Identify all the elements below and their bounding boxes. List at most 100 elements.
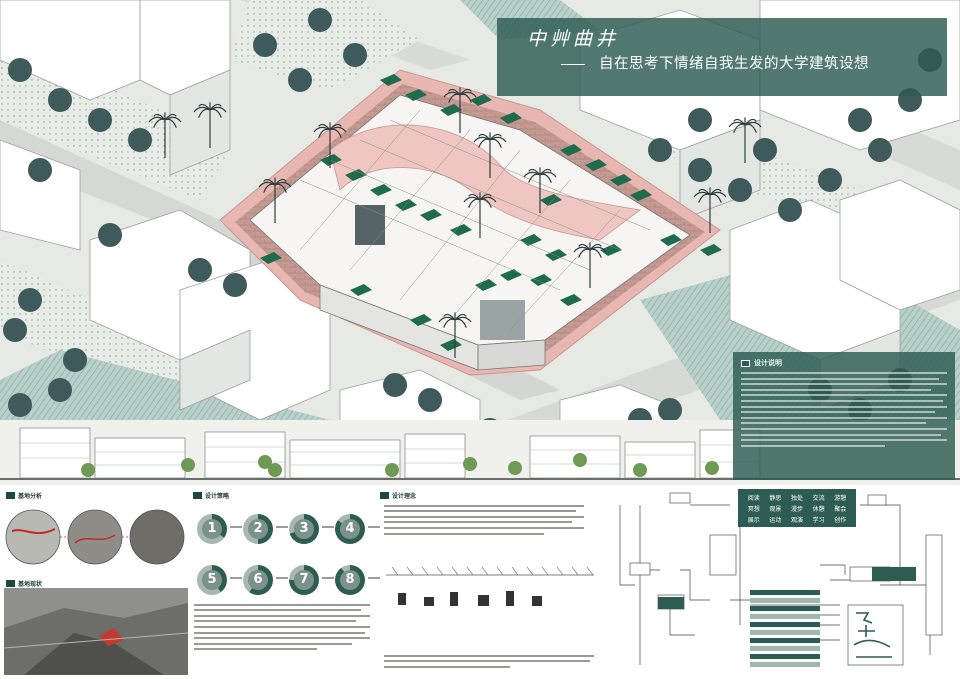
concept-node: 交流 <box>812 495 825 502</box>
palm-tree <box>523 167 557 213</box>
poster-subtitle: 自在思考下情绪自我生发的大学建筑设想 <box>561 52 869 73</box>
tree-canopy <box>188 258 212 282</box>
concept-description <box>384 501 584 538</box>
strategy-number: 5 <box>207 572 217 587</box>
strategy-gauge-2: 2 <box>243 514 273 544</box>
site-map-circle-3 <box>129 509 185 565</box>
green-roof-patch <box>585 159 607 171</box>
strategy-label-line <box>276 526 288 528</box>
concept-node: 休憩 <box>812 506 825 513</box>
section-marker-icon <box>380 492 389 499</box>
strategy-number: 7 <box>299 572 309 587</box>
green-roof-patch <box>540 194 562 206</box>
green-roof-patch <box>470 94 492 106</box>
concept-node: 创作 <box>834 517 847 524</box>
strategy-number: 6 <box>253 572 263 587</box>
site-map-circle-2 <box>67 509 123 565</box>
design-description-label: 设计说明 <box>754 359 782 367</box>
site-highlight-mark <box>99 628 124 646</box>
strategy-gauge-8: 8 <box>335 565 365 595</box>
tree-canopy <box>288 68 312 92</box>
green-roof-patch <box>380 74 402 86</box>
green-roof-patch <box>420 209 442 221</box>
concept-node-grid: 阅读静思独处交流游憩冥想观景漫步休憩聚会展示运动观演学习创作 <box>739 490 855 527</box>
concept-node: 静思 <box>769 495 782 502</box>
section-shrub <box>633 463 647 477</box>
green-roof-patch <box>320 154 342 166</box>
text-line <box>194 609 362 612</box>
tree-canopy <box>28 158 52 182</box>
text-line <box>384 510 576 513</box>
palm-tree <box>573 242 607 288</box>
green-roof-patch <box>405 89 427 101</box>
strategy-label-line <box>322 577 334 579</box>
section-shrub <box>705 461 719 475</box>
green-roof-patch <box>530 274 552 286</box>
section-shrub <box>81 463 95 477</box>
text-line <box>384 515 584 518</box>
green-roof-patch <box>520 234 542 246</box>
site-analysis-label: 基地分析 <box>18 493 43 500</box>
text-line <box>741 433 941 436</box>
strategy-gauge-7: 7 <box>289 565 319 595</box>
site-context-label: 基地现状 <box>18 581 43 588</box>
tree-canopy <box>48 378 72 402</box>
program-flow-diagram <box>619 492 943 667</box>
text-line <box>741 377 939 380</box>
flow-list-row <box>750 630 820 635</box>
green-roof-patch <box>560 294 582 306</box>
concept-node: 漫步 <box>790 506 803 513</box>
text-line <box>194 637 370 640</box>
strategy-gauge-3: 3 <box>289 514 319 544</box>
text-line <box>384 665 510 668</box>
green-roof-patch <box>630 189 652 201</box>
flow-list-row <box>750 654 820 659</box>
tree-canopy <box>728 178 752 202</box>
green-roof-patch <box>410 314 432 326</box>
text-line <box>741 383 947 386</box>
text-line <box>741 388 931 391</box>
tree-canopy <box>8 58 32 82</box>
site-map-circle-1 <box>5 509 61 565</box>
text-line <box>194 642 353 645</box>
concept-node: 运动 <box>769 517 782 524</box>
flow-list-row <box>750 662 820 667</box>
design-description-panel: 设计说明 <box>733 352 955 480</box>
concept-footnote <box>384 651 594 671</box>
design-strategy-heading: 设计策略 <box>193 491 229 500</box>
tree-canopy <box>648 138 672 162</box>
text-line <box>194 614 370 617</box>
green-roof-patch <box>600 244 622 256</box>
text-line <box>384 654 594 657</box>
green-roof-patch <box>610 174 632 186</box>
tree-canopy <box>48 88 72 112</box>
green-roof-patch <box>660 234 682 246</box>
text-line <box>384 504 584 507</box>
section-shrub <box>508 461 522 475</box>
tree-canopy <box>688 108 712 132</box>
site-photo <box>4 588 188 675</box>
strategy-label-line <box>368 577 380 579</box>
green-roof-patch <box>440 104 462 116</box>
flow-list-row <box>750 598 820 603</box>
strategy-description <box>194 600 370 654</box>
strategy-gauge-6: 6 <box>243 565 273 595</box>
design-strategy-label: 设计策略 <box>205 493 230 500</box>
tree-canopy <box>688 158 712 182</box>
strategy-number: 2 <box>253 521 263 536</box>
text-line <box>741 427 947 430</box>
section-marker-icon <box>193 492 202 499</box>
aerial-render: 中艸曲井 自在思考下情绪自我生发的大学建筑设想 设计说明 <box>0 0 960 485</box>
green-roof-patch <box>440 339 462 351</box>
text-line <box>741 399 943 402</box>
text-line <box>194 620 356 623</box>
text-line <box>384 526 584 529</box>
strategy-gauge-1: 1 <box>197 514 227 544</box>
palm-tree <box>258 177 292 223</box>
text-line <box>741 416 947 419</box>
text-line <box>741 444 886 447</box>
text-line <box>741 372 947 374</box>
subtitle-dash <box>561 63 585 65</box>
tree-canopy <box>3 318 27 342</box>
tree-canopy <box>383 373 407 397</box>
